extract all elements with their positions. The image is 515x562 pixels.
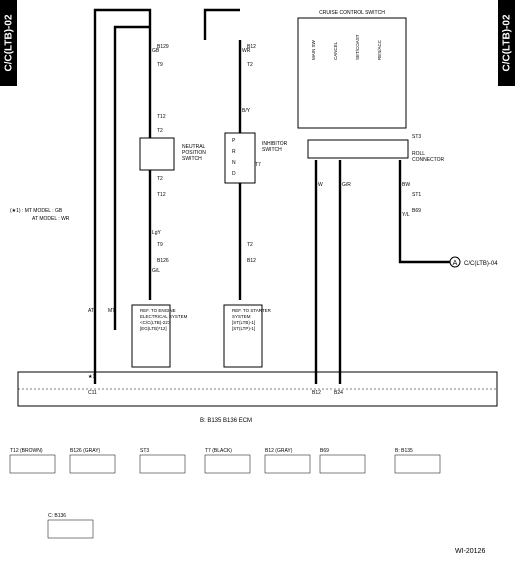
connector-tag: B24 [334,390,343,396]
ref-starter-text: [ST(LTB)-1] [232,320,255,325]
connector-tag: T9 [157,242,163,248]
ref-engine-text: [EG(LTB)*12] [140,326,167,331]
roll-connector-label: ROLL [412,151,425,157]
ref-starter-text: SYSTEM [232,314,251,319]
ecm-board [17,371,498,407]
cruise-switch-item: RES/ACC [377,39,382,60]
svg-text:A: A [453,260,458,267]
inhibitor-switch-block [224,132,256,184]
connector-tag: B12 [247,44,256,50]
connector-pin-table [264,454,311,474]
wire-color-code: LgY [152,230,162,236]
wire-color-code: GB [152,48,160,54]
cruise-switch-item: CANCEL [333,41,338,60]
wire-color-code: Y/L [402,212,410,218]
connector-table-title: B69 [320,448,329,454]
connector-tag: T2 [157,176,163,182]
wire-color-code: G/R [342,182,351,188]
section-tab-left: C/C(LTB)-02 [0,0,17,86]
ref-engine-text: REF. TO ENGINE [140,308,176,313]
connector-tag: AT [88,308,94,314]
connector-tag: T2 [247,242,253,248]
cruise-switch-title: CRUISE CONTROL SWITCH [319,10,385,16]
connector-pin-table [139,454,186,474]
inhibitor-position: R [232,149,236,155]
connector-pin-table [47,519,94,539]
wire-color-code: B/Y [242,108,251,114]
neutral-switch-block [139,137,175,171]
inhibitor-position: P [232,138,236,144]
inhibitor-position: D [232,171,236,177]
connector-tag: T9 [157,62,163,68]
connector-tag: B12 [247,258,256,264]
connector-tag: B129 [157,44,169,50]
connector-pin-table [319,454,366,474]
connector-table-title: ST3 [140,448,149,454]
neutral-switch-text: SWITCH [182,156,202,162]
connector-table-title: C: B136 [48,513,66,519]
connector-tag: B126 [157,258,169,264]
connector-table-title: T7 (BLACK) [205,448,232,454]
svg-text:WI-20126: WI-20126 [455,548,485,555]
footer: WI-20126 [455,548,485,555]
connector-pin-table [394,454,441,474]
cruise-switch-item: MAIN SW [311,39,316,60]
connector-tag: ST1 [412,192,421,198]
connector-pin-table [204,454,251,474]
legend-mt: (★1) : MT MODEL : GB [10,208,63,214]
connector-tag: B69 [412,208,421,214]
connector-table-title: B: B135 [395,448,413,454]
connector-tag: T12 [157,114,166,120]
connector-tag: ★1 [88,374,95,380]
connector-tag: T2 [157,128,163,134]
ref-boxes [131,304,263,368]
connector-tag: ST3 [412,134,421,140]
inhibitor-switch-text: SWITCH [262,147,282,153]
svg-text:C/C(LTB)-04: C/C(LTB)-04 [464,261,498,267]
cruise-switch-box [297,17,407,129]
connector-table-title: T12 (BROWN) [10,448,43,454]
wire-color-code: G/L [152,268,160,274]
connector-tag: T12 [157,192,166,198]
connector-tag: T7 [255,162,261,168]
connector-table-title: B12 (GRAY) [265,448,293,454]
section-tab-right: C/C(LTB)-02 [498,0,515,86]
ref-engine-text: <C/C(LTB)-22> [140,320,171,325]
ref-engine-text: ELECTRICAL SYSTEM [140,314,188,319]
legend-at: AT MODEL : WR [32,216,70,222]
ref-starter-text: REF. TO STARTER [232,308,272,313]
ref-starter-text: [ST(LTP)-1] [232,326,255,331]
inhibitor-switch-text: INHIBITOR [262,141,288,147]
offpage-marker: A C/C(LTB)-04 [449,256,498,268]
neutral-switch-text: NEUTRAL [182,144,206,150]
connector-pin-table [9,454,56,474]
connector-pin-table [69,454,116,474]
connector-tag: C11 [88,390,97,396]
wire-color-code: BW [402,182,410,188]
ecm-label: B: B135 B136 ECM [200,418,252,424]
cruise-switch-item: SET/COAST [355,34,360,60]
connector-tag: MT [108,308,115,314]
connector-tag: T2 [247,62,253,68]
roll-connector-label: CONNECTOR [412,157,445,163]
roll-connector-block [307,139,409,159]
wire-color-code: WR [242,48,251,54]
connector-table-title: B126 (GRAY) [70,448,101,454]
diagram-text: CRUISE CONTROL SWITCH MAIN SW CANCEL SET/CO… [9,10,445,539]
neutral-switch-text: POSITION [182,150,206,156]
connector-tag: B12 [312,390,321,396]
inhibitor-position: N [232,160,236,166]
wire-color-code: W [318,182,323,188]
